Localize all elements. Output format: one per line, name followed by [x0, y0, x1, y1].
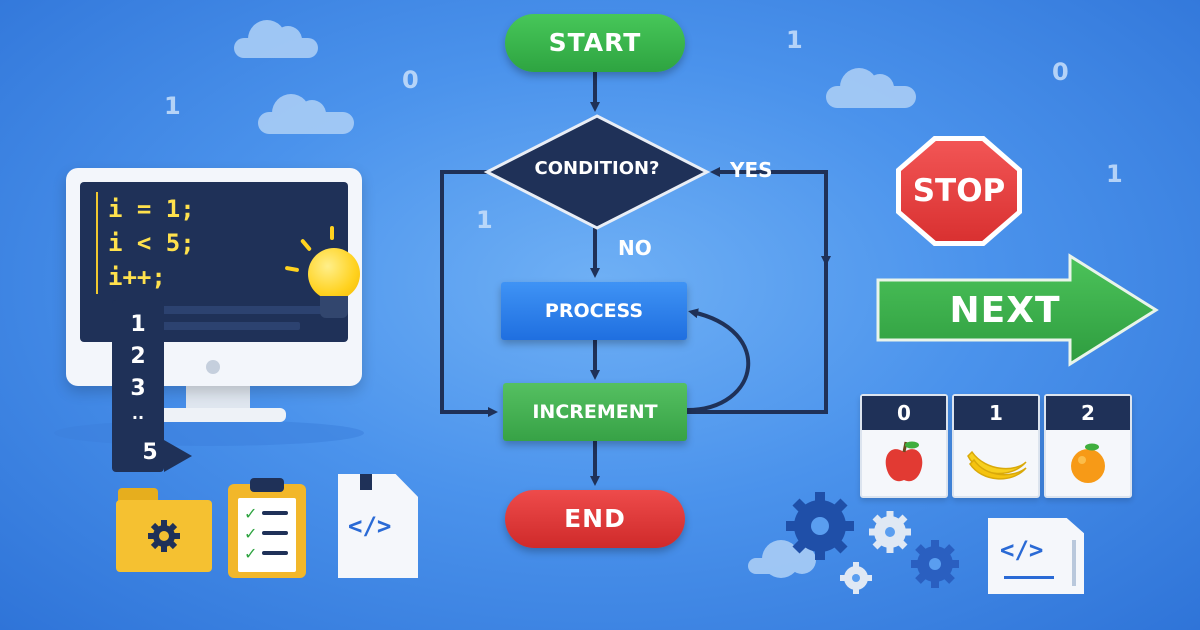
- code-line: i < 5;: [108, 229, 195, 257]
- array-index: 0: [862, 396, 946, 430]
- monitor-shadow: [54, 420, 364, 446]
- lightbulb-base: [320, 296, 348, 318]
- counter-number: 1: [130, 312, 146, 337]
- apple-icon: [885, 441, 923, 482]
- code-file-icon: </>: [338, 474, 418, 578]
- next-arrow-icon: [876, 253, 1159, 367]
- process-node: PROCESS: [501, 282, 687, 340]
- condition-diamond: [483, 114, 711, 230]
- file-margin: [1072, 540, 1076, 586]
- array-index: 1: [954, 396, 1038, 430]
- check-icon: ✓: [244, 524, 258, 543]
- cloud-icon: [234, 20, 318, 58]
- banana-icon: [967, 450, 1027, 480]
- file-bookmark: [360, 474, 372, 490]
- clipboard-clip: [250, 478, 284, 492]
- lightbulb-icon: [308, 248, 360, 300]
- next-label: NEXT: [949, 290, 1061, 331]
- file-line: [1004, 576, 1054, 579]
- arrow-condition-left-loop: [440, 170, 498, 417]
- cloud-icon: [826, 68, 916, 108]
- binary-digit: 1: [476, 206, 493, 234]
- folder-icon: [116, 500, 212, 572]
- check-icon: ✓: [244, 504, 258, 523]
- monitor-stand: [186, 386, 250, 410]
- no-label: NO: [618, 236, 652, 260]
- code-symbol: </>: [348, 512, 392, 540]
- clipboard-paper: ✓ ✓ ✓: [238, 498, 296, 572]
- increment-node: INCREMENT: [503, 383, 687, 441]
- start-node: START: [505, 14, 685, 72]
- binary-digit: 1: [786, 26, 803, 54]
- counter-number: 5: [142, 440, 158, 465]
- gears-icon: [786, 492, 959, 594]
- gear-icon: [148, 520, 180, 552]
- code-line: i++;: [108, 263, 166, 291]
- array-card: 1: [952, 394, 1040, 498]
- counter-ticket: 1 2 3 .. 5: [112, 300, 164, 472]
- array-card: 2: [1044, 394, 1132, 498]
- stop-label: STOP: [901, 141, 1017, 241]
- monitor-base: [158, 408, 286, 422]
- yes-label: YES: [730, 158, 773, 182]
- code-line: i = 1;: [108, 195, 195, 223]
- condition-label: CONDITION?: [534, 158, 660, 179]
- checklist-line: [262, 531, 288, 535]
- arrow-increment-to-process: [686, 308, 751, 412]
- arrow-right-loop: [687, 167, 828, 414]
- counter-ticket-tab: [164, 440, 192, 472]
- power-dot: [206, 360, 220, 374]
- orange-icon: [1071, 443, 1105, 483]
- cloud-icon: [258, 94, 354, 134]
- code-symbol: </>: [1000, 536, 1044, 564]
- binary-digit: 1: [164, 92, 181, 120]
- counter-number: 3: [130, 376, 146, 401]
- code-file-icon: </>: [988, 518, 1084, 594]
- binary-digit: 1: [1106, 160, 1123, 188]
- checklist-line: [262, 511, 288, 515]
- counter-number: ..: [131, 404, 145, 423]
- check-icon: ✓: [244, 544, 258, 563]
- binary-digit: 0: [1052, 58, 1069, 86]
- code-block: i = 1; i < 5; i++;: [96, 192, 195, 294]
- counter-number: 2: [130, 344, 146, 369]
- screen-bar: [160, 306, 340, 314]
- stop-sign-icon: STOP: [896, 136, 1022, 246]
- array-index: 2: [1046, 396, 1130, 430]
- array-card: 0: [860, 394, 948, 498]
- checklist-line: [262, 551, 288, 555]
- screen-bar: [160, 322, 300, 330]
- end-node: END: [505, 490, 685, 548]
- binary-digit: 0: [402, 66, 419, 94]
- bulb-ray: [330, 226, 334, 240]
